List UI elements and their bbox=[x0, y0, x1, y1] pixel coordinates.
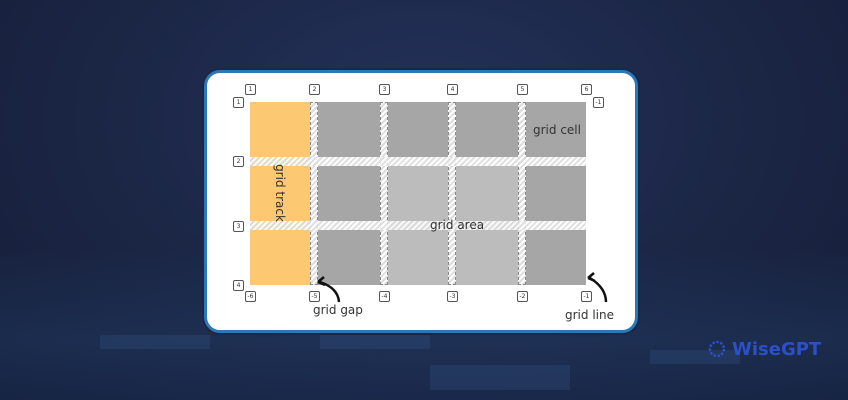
wisegpt-logo-icon bbox=[708, 340, 726, 358]
column-gap bbox=[518, 102, 526, 285]
left-line-number: 4 bbox=[233, 280, 244, 291]
column-gap bbox=[448, 102, 456, 285]
logo-text: WiseGPT bbox=[732, 338, 822, 360]
grid-cell bbox=[318, 166, 380, 221]
grid-area-label: grid area bbox=[430, 218, 485, 232]
bottom-line-number: -6 bbox=[245, 291, 256, 302]
row-gap bbox=[250, 157, 586, 166]
floor-tile bbox=[100, 335, 210, 349]
top-line-number: 6 bbox=[581, 84, 592, 95]
grid-line-label: grid line bbox=[565, 308, 614, 322]
top-line-number: 3 bbox=[379, 84, 390, 95]
left-line-number: 2 bbox=[233, 156, 244, 167]
row-gap bbox=[250, 221, 586, 230]
left-line-number: 3 bbox=[233, 221, 244, 232]
floor-tile bbox=[320, 335, 430, 349]
bottom-line-number: -2 bbox=[517, 291, 528, 302]
column-gap bbox=[310, 102, 318, 285]
grid-cell bbox=[526, 166, 586, 221]
floor-tile bbox=[650, 350, 740, 364]
top-line-number: 5 bbox=[517, 84, 528, 95]
grid-cell bbox=[526, 230, 586, 285]
bottom-line-number: -1 bbox=[581, 291, 592, 302]
top-line-number: 2 bbox=[309, 84, 320, 95]
bottom-line-number: -5 bbox=[309, 291, 320, 302]
grid-line-arrow bbox=[589, 276, 608, 303]
grid-cell-label: grid cell bbox=[533, 123, 581, 137]
grid-cell bbox=[318, 102, 380, 157]
left-line-number: 1 bbox=[233, 97, 244, 108]
grid-cell bbox=[388, 102, 448, 157]
grid-cell bbox=[318, 230, 380, 285]
bottom-line-number: -4 bbox=[379, 291, 390, 302]
right-line-number: -1 bbox=[593, 97, 604, 108]
top-line-number: 1 bbox=[245, 84, 256, 95]
bottom-line-number: -3 bbox=[447, 291, 458, 302]
grid-track bbox=[250, 102, 310, 285]
grid-cell bbox=[526, 102, 586, 157]
grid-gap-label: grid gap bbox=[313, 303, 363, 317]
top-line-number: 4 bbox=[447, 84, 458, 95]
column-gap bbox=[380, 102, 388, 285]
floor-tile bbox=[430, 365, 570, 390]
wisegpt-logo: WiseGPT bbox=[706, 338, 821, 360]
grid-cell bbox=[456, 102, 518, 157]
